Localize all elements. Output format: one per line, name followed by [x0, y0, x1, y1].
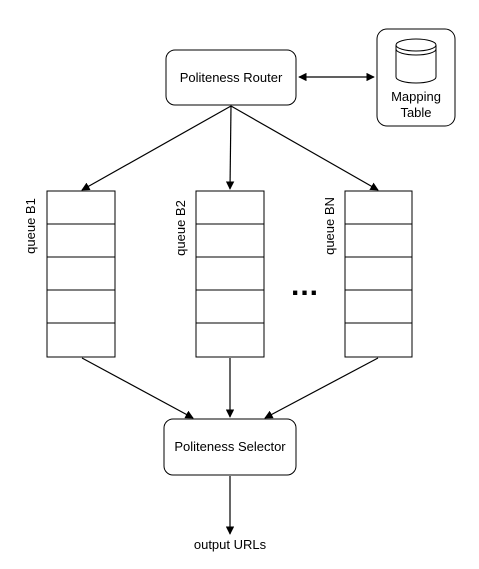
politeness-selector-node: Politeness Selector	[163, 418, 297, 476]
router-queue-b2-edge	[225, 105, 235, 190]
queue-ellipsis: ...	[291, 269, 319, 302]
router-queue-bn-edge	[230, 105, 379, 191]
mapping-table-label-line1: Mapping	[391, 89, 441, 104]
router-queue-b1-edge	[81, 105, 232, 191]
queue-b1-selector-edge	[81, 357, 194, 419]
politeness-router-node: Politeness Router	[165, 49, 297, 106]
output-urls-label: output URLs	[194, 537, 267, 552]
database-icon	[395, 38, 437, 84]
queue-b2-label: queue B2	[173, 200, 188, 256]
queue-b2: queue B2	[173, 190, 265, 358]
mapping-table-label-line2: Table	[400, 105, 431, 120]
politeness-router-label: Politeness Router	[180, 70, 283, 85]
mapping-table-node: Mapping Table	[376, 28, 456, 127]
queue-b1-label: queue B1	[23, 198, 38, 254]
queue-bn-selector-edge	[264, 357, 379, 419]
queue-b1: queue B1	[23, 190, 116, 358]
queue-bn: queue BN	[322, 190, 413, 358]
queue-bn-label: queue BN	[322, 197, 337, 255]
politeness-selector-label: Politeness Selector	[174, 439, 286, 454]
